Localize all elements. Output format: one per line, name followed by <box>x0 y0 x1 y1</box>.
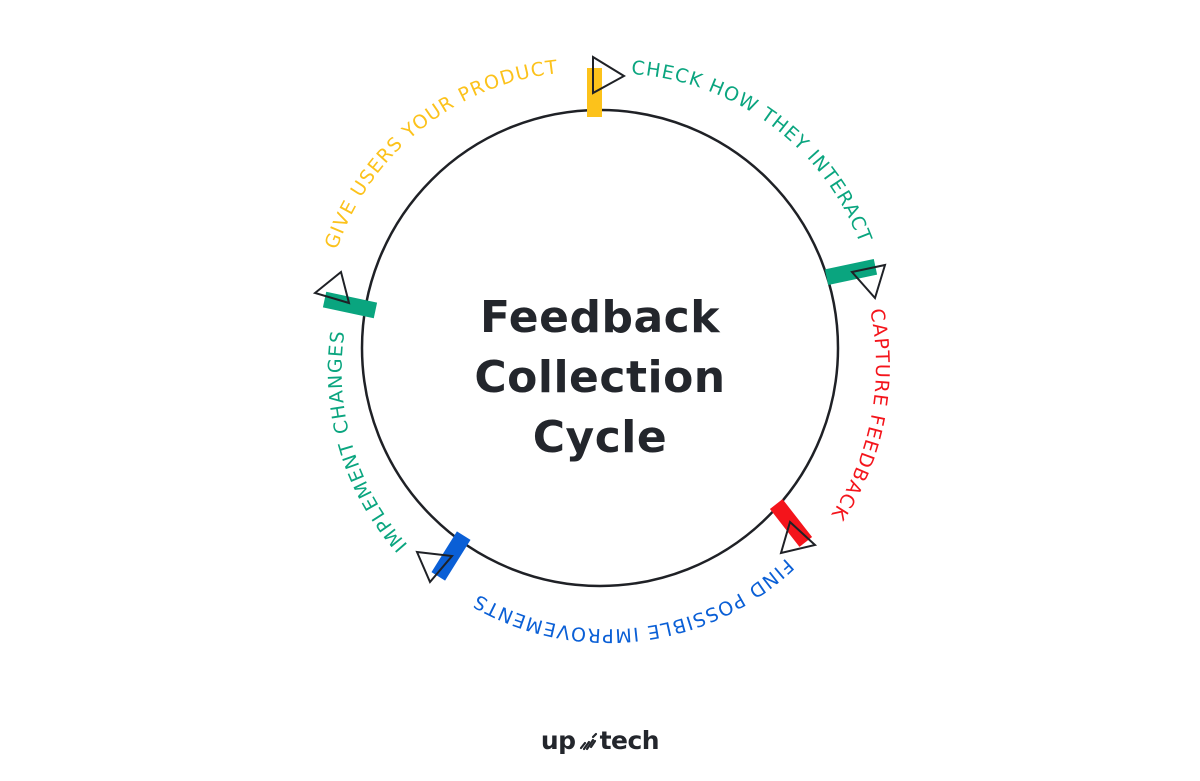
step-marker-find-improvements <box>415 531 471 584</box>
step-marker-capture-feedback <box>769 499 818 555</box>
step-marker-check-interact <box>824 258 887 301</box>
logo-text-right: tech <box>599 725 660 755</box>
arrow-triangle-icon <box>415 550 454 584</box>
arrow-triangle-icon <box>312 270 351 305</box>
step-label-text: CAPTURE FEEDBACK <box>826 307 891 525</box>
arrow-triangle-icon <box>779 520 818 555</box>
step-marker-give-users <box>587 55 626 117</box>
diagram-title: Feedback Collection Cycle <box>400 288 800 468</box>
step-marker-implement-changes <box>312 270 378 319</box>
step-label-check-interact: CHECK HOW THEY INTERACT <box>631 57 877 246</box>
arrow-triangle-icon <box>592 55 626 95</box>
step-label-implement-changes: IMPLEMENT CHANGES <box>325 329 412 556</box>
step-label-text: FIND POSSIBLE IMPROVEMENTS <box>469 554 796 646</box>
title-line-3: Cycle <box>532 412 668 463</box>
title-line-1: Feedback <box>480 292 720 343</box>
step-label-text: CHECK HOW THEY INTERACT <box>631 57 875 246</box>
arrow-triangle-icon <box>850 263 887 301</box>
step-label-give-users: GIVE USERS YOUR PRODUCT <box>321 56 560 252</box>
uptech-logo: up tech <box>520 720 680 760</box>
step-label-capture-feedback: CAPTURE FEEDBACK <box>826 307 893 525</box>
step-label-find-improvements: FIND POSSIBLE IMPROVEMENTS <box>469 554 797 646</box>
step-label-text: GIVE USERS YOUR PRODUCT <box>321 56 559 252</box>
signal-waves-icon <box>579 732 597 751</box>
title-line-2: Collection <box>474 352 726 403</box>
step-label-text: IMPLEMENT CHANGES <box>325 329 411 556</box>
logo-text-left: up <box>540 725 576 755</box>
